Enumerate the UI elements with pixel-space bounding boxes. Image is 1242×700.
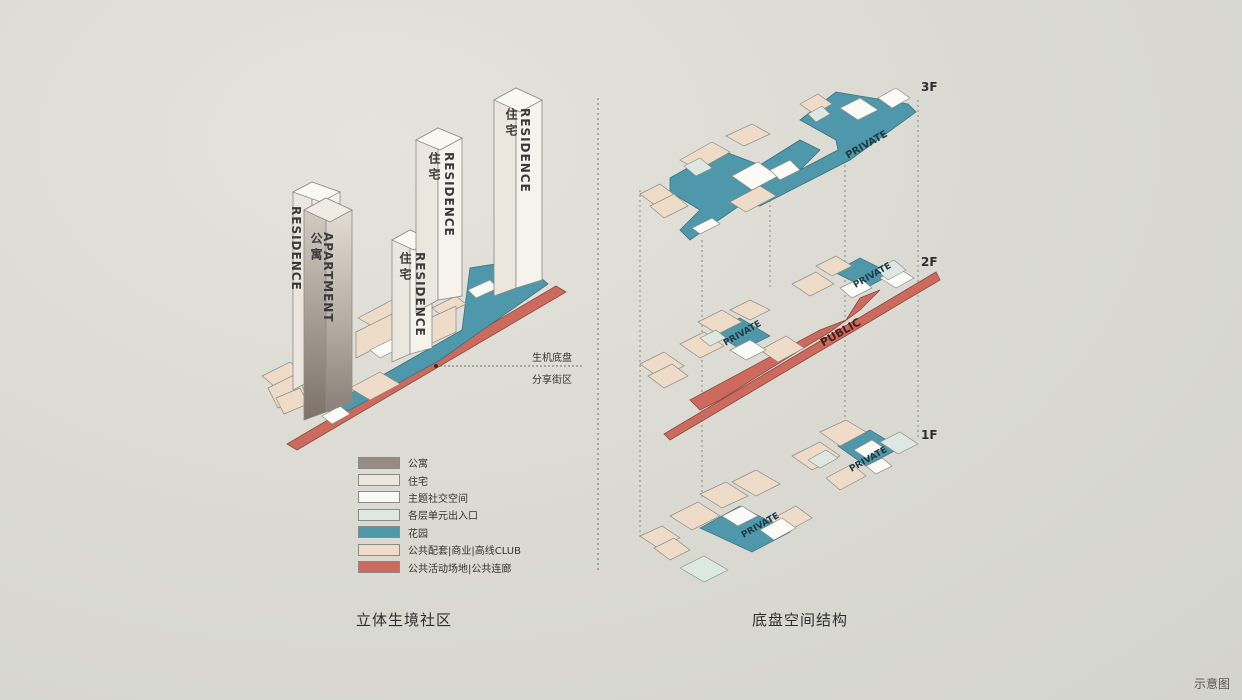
floor-3f-plate [639,87,917,241]
legend-item: 公共活动场地|公共连廊 [358,558,521,575]
tower-left-residence-label: RESIDENCE [289,206,303,291]
legend-item: 花园 [358,524,521,541]
tower-apartment-cn-label: 公寓 [309,232,323,264]
floor-label-1f: 1F [921,428,938,442]
tower-right-residence-label: RESIDENCE [518,108,532,193]
floor-2f-plate [639,255,941,441]
legend-swatch [358,456,400,469]
legend-item: 各层单元出入口 [358,506,521,523]
legend-label: 公寓 [408,459,428,471]
podium-blocks [261,295,467,415]
legend-label: 住宅 [408,476,428,488]
legend: 公寓住宅主题社交空间各层单元出入口花园公共配套|商业|高线CLUB 公共活动场地|… [358,454,521,576]
legend-swatch [358,543,400,556]
tower-midtall-residence-label: RESIDENCE [442,152,456,237]
caption-left: 立体生境社区 [356,611,453,629]
tower-mid-residence-label: RESIDENCE [413,252,427,337]
legend-swatch [358,561,400,574]
callout-dot [434,364,438,368]
callout-line1: 生机底盘 [532,353,572,364]
left-community-model [261,87,582,451]
tower-apartment [303,197,353,421]
caption-right: 底盘空间结构 [752,611,849,629]
legend-label: 花园 [408,528,428,540]
tower-right-residence-cn-label: 住宅 [504,108,518,140]
legend-swatch [358,474,400,487]
legend-item: 主题社交空间 [358,489,521,506]
legend-item: 公寓 [358,454,521,471]
legend-label: 公共配套|商业|高线CLUB [408,546,521,558]
floor-label-3f: 3F [921,80,938,94]
tower-residence-middle-tall [415,127,463,313]
floor-1f-plate [639,419,919,583]
legend-swatch [358,508,400,521]
callout-line2: 分享街区 [532,375,572,386]
watermark-label: 示意图 [1193,677,1230,691]
tower-apartment-label: APARTMENT [321,232,335,323]
legend-label: 各层单元出入口 [408,511,478,523]
tower-mid-residence-cn-label: 住宅 [398,252,412,284]
legend-swatch [358,491,400,504]
legend-label: 主题社交空间 [408,493,468,505]
legend-item: 公共配套|商业|高线CLUB [358,541,521,558]
tower-residence-right [493,87,543,297]
legend-item: 住宅 [358,471,521,488]
floor-label-2f: 2F [921,255,938,269]
tower-midtall-residence-cn-label: 住宅 [427,152,441,184]
legend-swatch [358,526,400,539]
legend-label: 公共活动场地|公共连廊 [408,563,512,575]
